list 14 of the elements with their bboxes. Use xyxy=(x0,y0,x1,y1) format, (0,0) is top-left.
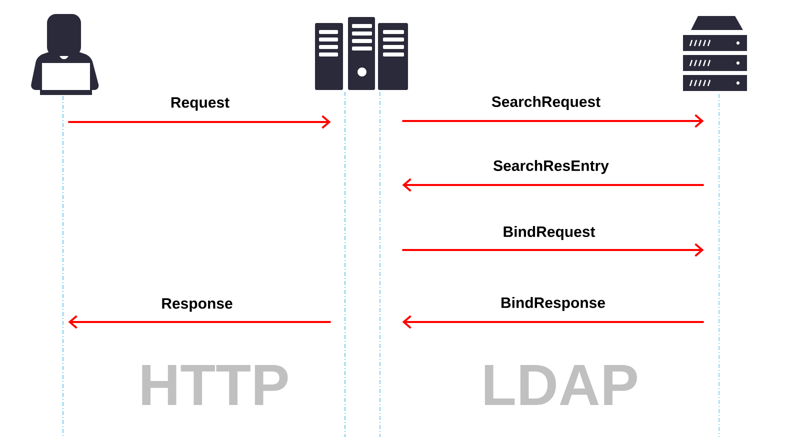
edge-label: SearchResEntry xyxy=(494,160,609,174)
arrow xyxy=(402,315,704,329)
edge-label: SearchRequest xyxy=(492,96,600,110)
arrow xyxy=(68,115,331,129)
edge-label: BindResponse xyxy=(502,297,605,311)
protocol-label: LDAP xyxy=(484,365,637,405)
edge-label: Request xyxy=(171,97,230,111)
arrow xyxy=(402,243,704,257)
edge-label: Response xyxy=(162,298,232,312)
arrow xyxy=(68,315,331,329)
arrow xyxy=(402,178,704,192)
arrow xyxy=(402,114,704,128)
protocol-label: HTTP xyxy=(142,365,288,405)
edge-label: BindRequest xyxy=(504,226,596,240)
